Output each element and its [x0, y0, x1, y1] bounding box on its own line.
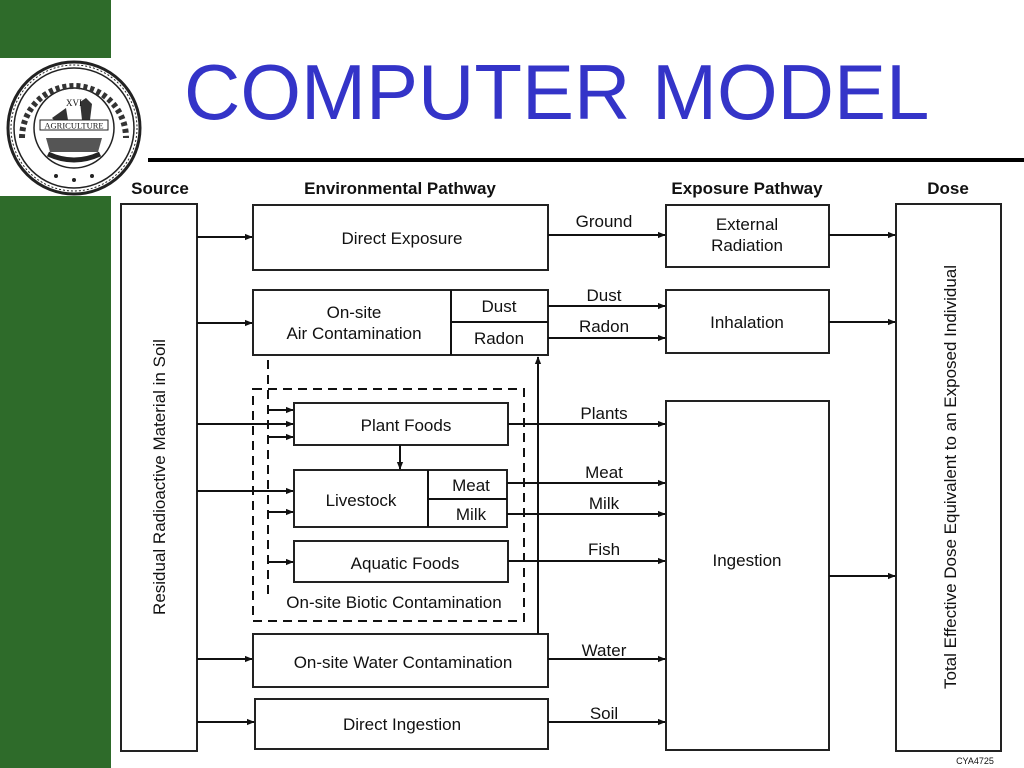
svg-text:XVI: XVI: [66, 98, 82, 108]
sidebar-top-band: [0, 0, 111, 58]
arrow-label-fish: Fish: [588, 540, 620, 559]
slide-title: COMPUTER MODEL: [184, 48, 930, 136]
aquatic-foods-box: [293, 540, 509, 583]
arrow-label-soil: Soil: [590, 704, 618, 723]
meat-cell-label: Meat: [452, 476, 490, 495]
livestock-label: Livestock: [326, 491, 397, 510]
source-label: Residual Radioactive Material in Soil: [150, 339, 169, 615]
dose-box: [895, 203, 1002, 752]
air-contamination-line2: Air Contamination: [286, 324, 421, 343]
external-radiation-box: [665, 204, 830, 268]
external-radiation-line1: External: [716, 215, 778, 234]
air-contamination-line1: On-site: [327, 303, 382, 322]
header-environmental-pathway: Environmental Pathway: [304, 179, 496, 198]
dose-label: Total Effective Dose Equivalent to an Ex…: [941, 265, 960, 689]
ingestion-label: Ingestion: [713, 551, 782, 570]
direct-exposure-label: Direct Exposure: [342, 229, 463, 248]
biotic-contamination-label: On-site Biotic Contamination: [286, 593, 501, 612]
external-radiation-line2: Radiation: [711, 236, 783, 255]
direct-ingestion-box: [254, 698, 549, 750]
arrow-label-plants: Plants: [580, 404, 627, 423]
plant-foods-box: [293, 402, 509, 446]
title-divider: [148, 158, 1024, 162]
radon-cell-label: Radon: [474, 329, 524, 348]
water-contamination-box: [252, 633, 549, 688]
aquatic-foods-label: Aquatic Foods: [351, 554, 460, 573]
arrow-label-dust: Dust: [587, 286, 622, 305]
arrow-label-ground: Ground: [576, 212, 633, 231]
inhalation-label: Inhalation: [710, 313, 784, 332]
dust-cell-label: Dust: [482, 297, 517, 316]
sidebar-bottom-band: [0, 196, 111, 768]
tennessee-seal-logo: XVI AGRICULTURE: [6, 60, 142, 196]
arrow-label-milk: Milk: [589, 494, 620, 513]
water-contamination-label: On-site Water Contamination: [294, 653, 513, 672]
arrow-label-meat: Meat: [585, 463, 623, 482]
direct-ingestion-label: Direct Ingestion: [343, 715, 461, 734]
biotic-contamination-container: [252, 388, 525, 622]
direct-exposure-box: [252, 204, 549, 271]
figure-id: CYA4725: [956, 756, 994, 766]
plant-foods-label: Plant Foods: [361, 416, 452, 435]
header-source: Source: [131, 179, 189, 198]
source-box: [120, 203, 198, 752]
ingestion-box: [665, 400, 830, 751]
arrow-label-water: Water: [582, 641, 627, 660]
header-dose: Dose: [927, 179, 969, 198]
inhalation-box: [665, 289, 830, 354]
milk-cell-label: Milk: [456, 505, 487, 524]
svg-text:AGRICULTURE: AGRICULTURE: [44, 121, 103, 131]
arrow-label-radon: Radon: [579, 317, 629, 336]
header-exposure-pathway: Exposure Pathway: [671, 179, 823, 198]
